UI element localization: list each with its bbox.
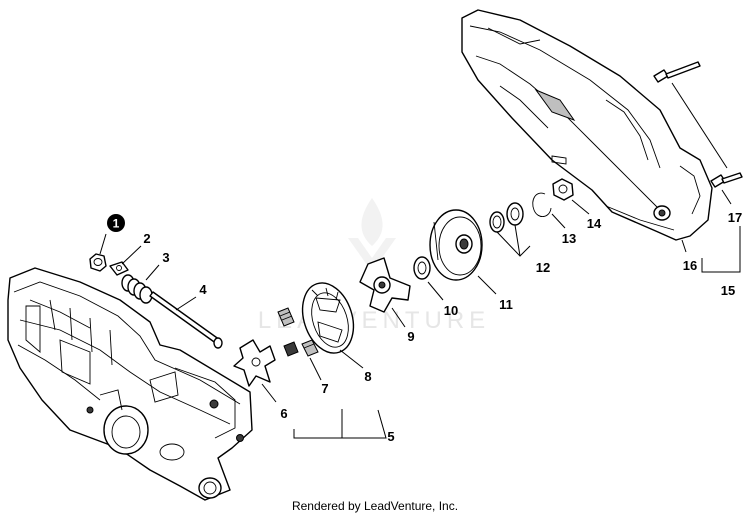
nut-part-1[interactable]: [89, 253, 107, 272]
leader-lines: [99, 82, 741, 439]
clutch-spring-part-7[interactable]: [277, 307, 319, 357]
callout-1-badge[interactable]: 1: [107, 214, 125, 232]
watermark-logo: [348, 198, 396, 272]
callout-9[interactable]: 9: [407, 329, 414, 344]
callout-5[interactable]: 5: [387, 429, 394, 444]
washer-part-10[interactable]: [413, 256, 431, 280]
callout-17[interactable]: 17: [728, 210, 742, 225]
callout-6[interactable]: 6: [280, 406, 287, 421]
snap-ring-part-13[interactable]: [532, 192, 552, 217]
hub-part-9[interactable]: [359, 257, 411, 313]
clutch-drum-part-11[interactable]: [429, 209, 483, 281]
watermark-text: LEADVENTURE: [258, 307, 490, 334]
callout-11[interactable]: 11: [499, 297, 513, 312]
clutch-spider-part-6[interactable]: [233, 339, 276, 387]
render-credit: Rendered by LeadVenture, Inc.: [291, 499, 459, 513]
callout-2[interactable]: 2: [143, 231, 150, 246]
bearings-part-12[interactable]: [489, 202, 524, 233]
callout-1: 1: [113, 217, 120, 231]
callout-4[interactable]: 4: [199, 282, 207, 297]
callout-3[interactable]: 3: [162, 250, 169, 265]
rod-part-4[interactable]: [149, 291, 223, 349]
screws-part-17[interactable]: [653, 61, 743, 188]
clutch-shoe-part-8[interactable]: [294, 276, 362, 359]
callout-13[interactable]: 13: [562, 231, 576, 246]
nut-part-14[interactable]: [552, 178, 574, 201]
callout-14[interactable]: 14: [587, 216, 602, 231]
crankcase-housing[interactable]: [7, 267, 253, 501]
spring-part-3[interactable]: [121, 274, 153, 304]
callout-7[interactable]: 7: [321, 381, 328, 396]
clutch-cover-part-16[interactable]: [461, 9, 713, 241]
callout-10[interactable]: 10: [444, 303, 458, 318]
callout-12[interactable]: 12: [536, 260, 550, 275]
callout-16[interactable]: 16: [683, 258, 697, 273]
callout-15[interactable]: 15: [721, 283, 735, 298]
callout-8[interactable]: 8: [364, 369, 371, 384]
retainer-plate-part-2[interactable]: [109, 261, 129, 276]
